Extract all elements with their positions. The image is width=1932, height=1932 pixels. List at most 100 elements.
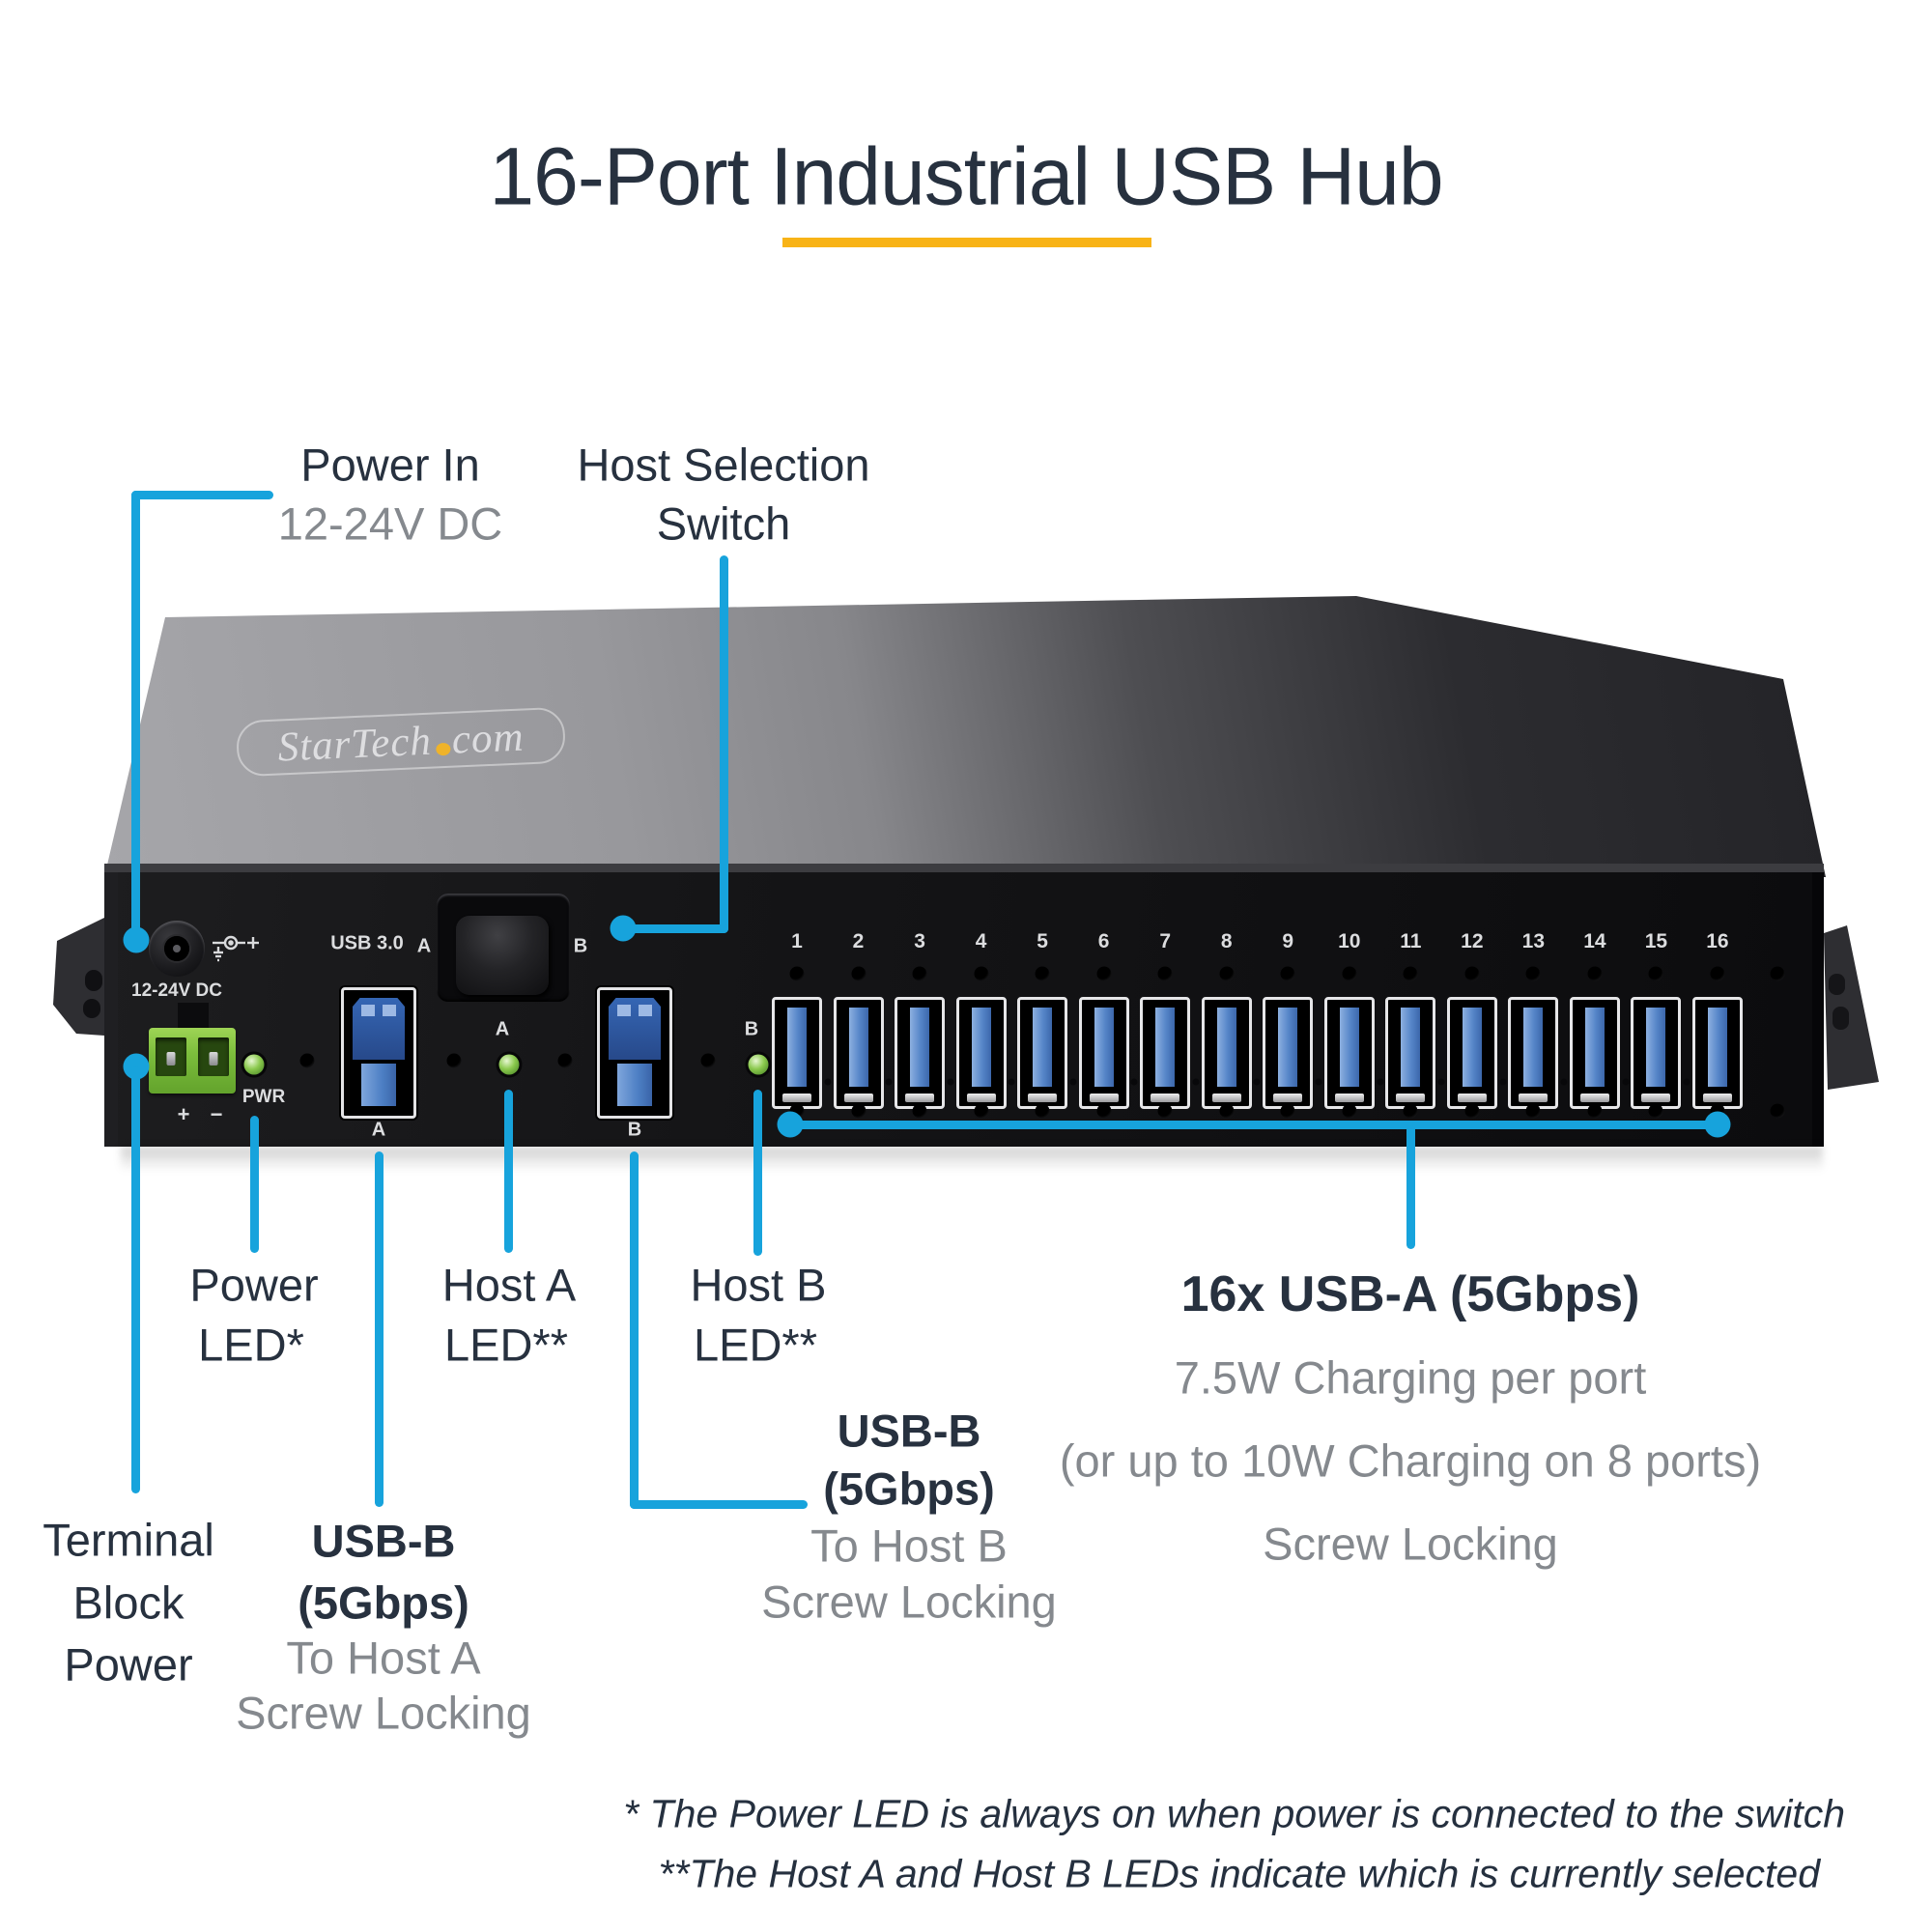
lock-screw-hole <box>1315 1078 1322 1086</box>
port-number: 13 <box>1521 930 1546 952</box>
label-usb-b-host-a-screw: Screw Locking <box>236 1687 531 1739</box>
screw-hole <box>912 966 927 981</box>
terminal-block-connector <box>149 1028 236 1094</box>
callout-line-host-a-led <box>504 1090 513 1253</box>
port-number: 8 <box>1220 930 1233 952</box>
callout-dot-host-selection <box>610 915 637 942</box>
label-usb-b-host-b-target: To Host B <box>810 1520 1008 1572</box>
usb-a-port <box>1385 997 1436 1109</box>
screw-hole <box>557 1053 573 1068</box>
usb-a-port <box>772 997 822 1109</box>
screw-hole <box>1035 1103 1050 1119</box>
lock-screw-hole <box>1130 1078 1138 1086</box>
screw-hole <box>1710 966 1725 981</box>
left-bracket-keyhole <box>85 970 102 991</box>
hub-top-surface <box>104 596 1826 877</box>
label-host-selection: Host Selection <box>577 439 870 491</box>
port-number: 16 <box>1706 930 1729 952</box>
lock-screw-hole <box>1499 1078 1507 1086</box>
screw-hole <box>1157 966 1173 981</box>
port-number: 14 <box>1583 930 1606 952</box>
panel-fold <box>104 872 118 1147</box>
terminal-minus-label: − <box>210 1102 223 1126</box>
label-host-b-led: Host B <box>690 1259 827 1311</box>
callout-line-host-selection <box>623 924 728 933</box>
screw-hole <box>1403 1103 1418 1119</box>
label-usb-b-host-b-speed: (5Gbps) <box>823 1463 995 1515</box>
dc-power-jack <box>149 921 205 977</box>
callout-dot-usb-a-left <box>777 1111 804 1138</box>
screw-hole <box>700 1053 716 1068</box>
usb-a-port <box>1140 997 1191 1109</box>
label-host-a-led: Host A <box>441 1259 577 1311</box>
screw-hole <box>1219 966 1235 981</box>
screw-hole <box>1648 1103 1663 1119</box>
label-host-b-led: LED** <box>693 1319 818 1371</box>
usb-b-port-a-label: A <box>371 1119 386 1141</box>
callout-line-usb-a-ports <box>1406 1125 1415 1249</box>
lock-screw-hole <box>947 1078 954 1086</box>
pwr-label: PWR <box>242 1087 286 1107</box>
callout-line-usb-b-host-b <box>630 1151 639 1509</box>
label-usb-a-charging: 7.5W Charging per port <box>1174 1351 1647 1404</box>
port-number: 4 <box>975 930 987 952</box>
label-usb-b-host-b: USB-B <box>837 1405 981 1457</box>
callout-line-host-b-led <box>753 1090 762 1256</box>
screw-hole <box>1525 966 1541 981</box>
host-selection-switch <box>456 916 549 995</box>
page-title: 16-Port Industrial USB Hub <box>489 130 1443 222</box>
power-led <box>243 1054 265 1075</box>
screw-hole <box>1587 1103 1603 1119</box>
usb-b-port-host-b <box>597 987 672 1119</box>
usb-a-port <box>1323 997 1375 1109</box>
label-power-in: Power In <box>300 439 480 491</box>
screw-hole <box>299 1053 315 1068</box>
screw-hole <box>1342 1103 1357 1119</box>
callout-line-usb-b-host-b <box>630 1500 808 1509</box>
screw-hole <box>1219 1103 1235 1119</box>
port-number: 7 <box>1159 930 1172 952</box>
lock-screw-hole <box>824 1078 832 1086</box>
callout-line-usb-a-ports <box>788 1121 1719 1129</box>
screw-hole <box>1403 966 1418 981</box>
port-number: 2 <box>852 930 865 952</box>
callout-dot-power-in <box>123 926 150 953</box>
screw-hole <box>1280 966 1295 981</box>
dc-polarity-icon <box>213 935 259 962</box>
lock-screw-hole <box>1192 1078 1200 1086</box>
usb-a-port <box>833 997 884 1109</box>
usb-a-port <box>955 997 1007 1109</box>
label-power-led: LED* <box>198 1319 304 1371</box>
title-underline <box>782 238 1151 247</box>
device-shadow <box>121 1147 1823 1172</box>
usb-a-port <box>1017 997 1068 1109</box>
label-host-a-led: LED** <box>443 1319 569 1371</box>
panel-top-edge <box>104 864 1824 873</box>
label-usb-b-host-a-target: To Host A <box>286 1632 481 1684</box>
terminal-block-clamp <box>178 1003 209 1030</box>
usb-a-port <box>1569 997 1620 1109</box>
right-bracket-keyhole <box>1829 974 1845 995</box>
label-terminal-block: Power <box>64 1638 193 1690</box>
label-usb-a-heading: 16x USB-A (5Gbps) <box>1180 1266 1640 1322</box>
screw-hole <box>974 966 989 981</box>
usb-a-port <box>895 997 946 1109</box>
port-number: 9 <box>1282 930 1294 952</box>
lock-screw-hole <box>885 1078 893 1086</box>
label-terminal-block: Block <box>72 1577 185 1629</box>
callout-line-host-selection <box>720 555 728 933</box>
screw-hole <box>1096 966 1112 981</box>
lock-screw-hole <box>1683 1078 1690 1086</box>
host-a-led-letter: A <box>495 1018 510 1040</box>
callout-line-usb-b-host-a <box>375 1151 384 1507</box>
callout-dot-usb-a-right <box>1704 1111 1731 1138</box>
label-power-in-voltage: 12-24V DC <box>277 497 503 550</box>
screw-hole <box>1342 966 1357 981</box>
label-host-selection-switch: Switch <box>656 497 791 550</box>
port-number: 15 <box>1644 930 1668 952</box>
usb-b-port-host-a <box>341 987 416 1119</box>
screw-hole <box>912 1103 927 1119</box>
host-a-led <box>498 1054 520 1075</box>
screw-hole <box>446 1053 462 1068</box>
